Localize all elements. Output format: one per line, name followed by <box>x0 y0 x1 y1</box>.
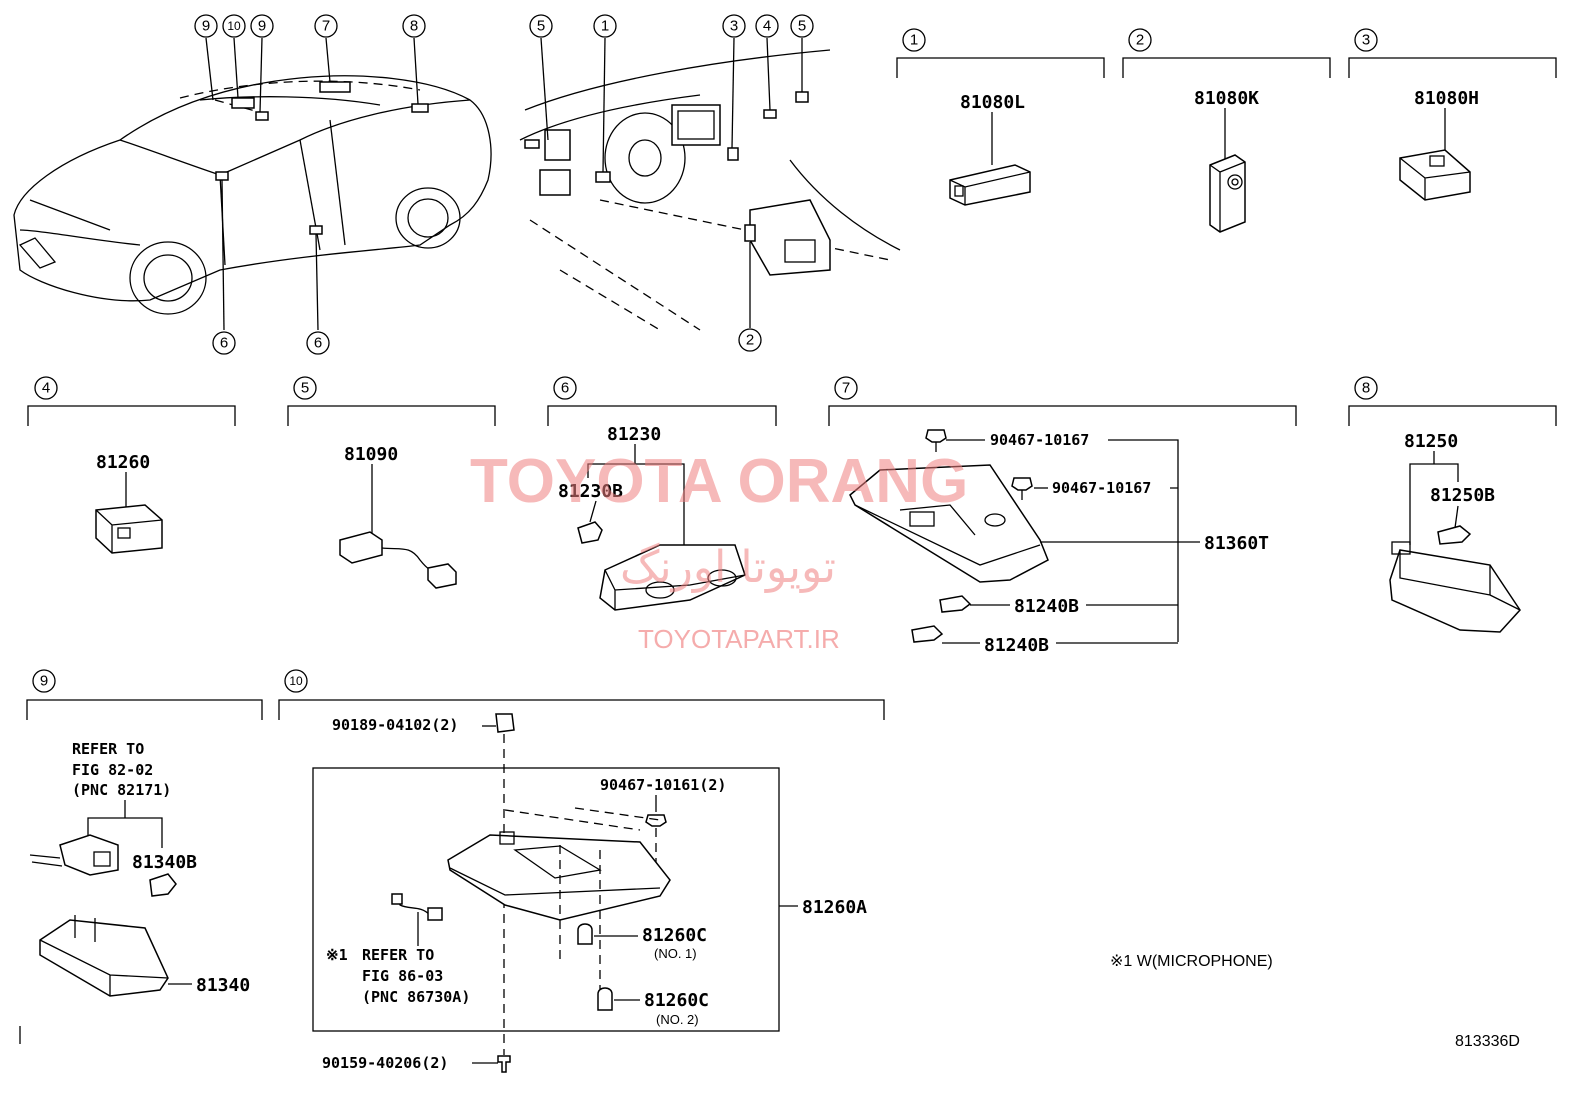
svg-text:5: 5 <box>537 18 545 35</box>
section-1-number: 1 <box>910 32 918 49</box>
svg-text:6: 6 <box>314 335 322 352</box>
part-90159-40206: 90159-40206(2) <box>322 1054 448 1072</box>
section-3-number: 3 <box>1362 32 1370 49</box>
part-90467-10167-b: 90467-10167 <box>1052 479 1151 497</box>
dash-callout-2: 2 <box>738 328 762 352</box>
refer-note-9-line3: (PNC 82171) <box>72 781 171 799</box>
part-81340: 81340 <box>196 975 250 996</box>
section-4: 4 81260 <box>27 376 236 554</box>
section-10-number: 10 <box>289 674 303 688</box>
dash-callout-5a: 5 <box>529 14 553 38</box>
svg-text:1: 1 <box>601 18 609 35</box>
svg-text:7: 7 <box>322 18 330 35</box>
part-81360T: 81360T <box>1204 533 1269 554</box>
part-81230B: 81230B <box>558 481 623 502</box>
dash-callout-1: 1 <box>593 14 617 38</box>
part-81240B-a: 81240B <box>1014 596 1079 617</box>
section-9-number: 9 <box>40 673 48 690</box>
dashboard-overview: 5 1 3 4 5 2 <box>519 14 901 352</box>
car-callout-7: 7 <box>314 14 338 38</box>
section-2-number: 2 <box>1136 32 1144 49</box>
svg-text:2: 2 <box>746 332 754 349</box>
watermark: TOYOTA ORANG تویوتا اورنگ TOYOTAPART.IR <box>470 447 968 654</box>
part-81080K: 81080K <box>1194 88 1259 109</box>
refer-note-10-line3: (PNC 86730A) <box>362 988 470 1006</box>
part-81230: 81230 <box>607 424 661 445</box>
section-10: 10 90189-04102(2) 90467-10161(2) 81260A … <box>278 669 885 1073</box>
section-8: 8 81250 81250B <box>1348 376 1557 633</box>
watermark-url: TOYOTAPART.IR <box>638 624 840 654</box>
part-81250: 81250 <box>1404 431 1458 452</box>
refer-note-10-line2: FIG 86-03 <box>362 967 443 985</box>
part-81260C-no1: 81260C <box>642 925 707 946</box>
part-90467-10167-a: 90467-10167 <box>990 431 1089 449</box>
watermark-farsi: تویوتا اورنگ <box>620 542 836 593</box>
car-callout-9b: 9 <box>250 14 274 38</box>
footnote-microphone: ※1 W(MICROPHONE) <box>1110 953 1273 970</box>
svg-text:4: 4 <box>763 18 771 35</box>
section-5-number: 5 <box>301 380 309 397</box>
section-7-number: 7 <box>842 380 850 397</box>
part-81090: 81090 <box>344 444 398 465</box>
car-callout-6b: 6 <box>306 331 330 355</box>
diagram-code: 813336D <box>1455 1033 1520 1050</box>
section-6: 6 81230 81230B <box>547 376 777 611</box>
svg-text:9: 9 <box>258 18 266 35</box>
part-81080H: 81080H <box>1414 88 1479 109</box>
section-9: 9 REFER TO FIG 82-02 (PNC 82171) 81340B … <box>26 669 263 997</box>
part-90467-10161: 90467-10161(2) <box>600 776 726 794</box>
car-callout-10: 10 <box>222 14 246 38</box>
part-81260A: 81260A <box>802 897 867 918</box>
part-81250B: 81250B <box>1430 485 1495 506</box>
car-callout-6a: 6 <box>212 331 236 355</box>
section-1: 1 81080L <box>896 28 1105 206</box>
section-8-number: 8 <box>1362 380 1370 397</box>
svg-text:8: 8 <box>410 18 418 35</box>
section-2: 2 81080K <box>1122 28 1331 233</box>
part-90189-04102: 90189-04102(2) <box>332 716 458 734</box>
part-81340B: 81340B <box>132 852 197 873</box>
part-81260C-no2-note: (NO. 2) <box>656 1012 699 1027</box>
section-6-number: 6 <box>561 380 569 397</box>
svg-text:3: 3 <box>730 18 738 35</box>
refer-note-10-line1: REFER TO <box>362 946 434 964</box>
refer-note-9-line1: REFER TO <box>72 740 144 758</box>
section-3: 3 81080H <box>1348 28 1557 201</box>
section-4-number: 4 <box>42 380 50 397</box>
svg-text:10: 10 <box>227 19 241 33</box>
section-5: 5 81090 <box>287 376 496 589</box>
part-81260C-no2: 81260C <box>644 990 709 1011</box>
svg-text:9: 9 <box>202 18 210 35</box>
svg-text:5: 5 <box>798 18 806 35</box>
part-81240B-b: 81240B <box>984 635 1049 656</box>
section-7: 7 90467-10167 90467-10167 81360T 81240B … <box>828 376 1297 656</box>
part-81260: 81260 <box>96 452 150 473</box>
car-callout-9a: 9 <box>194 14 218 38</box>
dash-callout-3: 3 <box>722 14 746 38</box>
car-overview: 9 10 9 7 8 6 6 <box>13 14 492 355</box>
refer-note-9-line2: FIG 82-02 <box>72 761 153 779</box>
svg-text:6: 6 <box>220 335 228 352</box>
dash-callout-4: 4 <box>755 14 779 38</box>
part-81080L: 81080L <box>960 92 1025 113</box>
dash-callout-5b: 5 <box>790 14 814 38</box>
refer-mark-10: ※1 <box>326 946 348 964</box>
watermark-main: TOYOTA ORANG <box>470 447 968 516</box>
part-81260C-no1-note: (NO. 1) <box>654 946 697 961</box>
car-callout-8: 8 <box>402 14 426 38</box>
